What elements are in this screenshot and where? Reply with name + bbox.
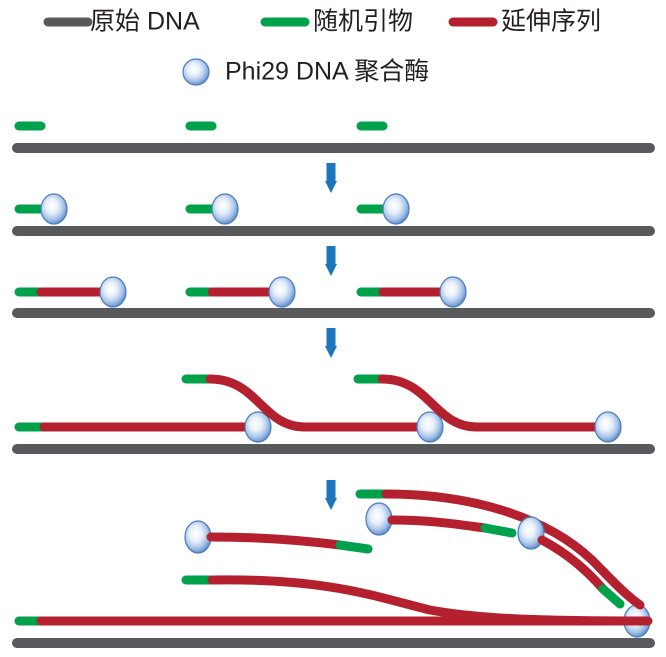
random-primer (335, 540, 373, 554)
legend-row-1: 原始 DNA 随机引物 延伸序列 (43, 8, 601, 36)
stage-5-hyperbranched-amplification (12, 489, 655, 648)
random-primer (598, 584, 625, 609)
displaced-extended-sequence (205, 374, 425, 432)
extended-sequence (387, 515, 490, 533)
stage-1-primer-annealing (12, 121, 655, 153)
phi29-polymerase (99, 276, 127, 308)
legend-item-original-dna: 原始 DNA (43, 8, 200, 36)
phi29-polymerase (382, 193, 410, 225)
legend-label-random-primer: 随机引物 (313, 8, 413, 36)
phi29-polymerase (211, 193, 239, 225)
phi29-polymerase (244, 411, 272, 443)
legend-item-extended-sequence: 延伸序列 (448, 8, 601, 36)
phi29-polymerase (268, 276, 296, 308)
legend-label-original-dna: 原始 DNA (90, 8, 200, 36)
phi29-polymerase (416, 411, 444, 443)
stage-4-strand-displacement (12, 374, 655, 454)
stage-3-strand-extension (12, 276, 655, 318)
legend-item-random-primer: 随机引物 (260, 8, 413, 36)
extended-sequence (206, 532, 345, 550)
extended-sequence (537, 535, 608, 594)
random-primer (480, 523, 517, 538)
phi29-polymerase (594, 411, 622, 443)
legend-label-extended-sequence: 延伸序列 (501, 8, 601, 36)
phi29-polymerase-swatch-icon (182, 58, 210, 86)
displaced-extended-sequence (207, 575, 653, 626)
displaced-extended-sequence (381, 489, 645, 610)
legend-label-phi29-polymerase: Phi29 DNA 聚合酶 (225, 58, 429, 86)
phi29-polymerase (439, 276, 467, 308)
stage-2-polymerase-binding (12, 193, 655, 236)
displaced-extended-sequence (377, 374, 603, 432)
phi29-polymerase (40, 193, 68, 225)
legend-row-2: Phi29 DNA 聚合酶 (182, 58, 429, 86)
phi29-polymerase (517, 516, 545, 550)
